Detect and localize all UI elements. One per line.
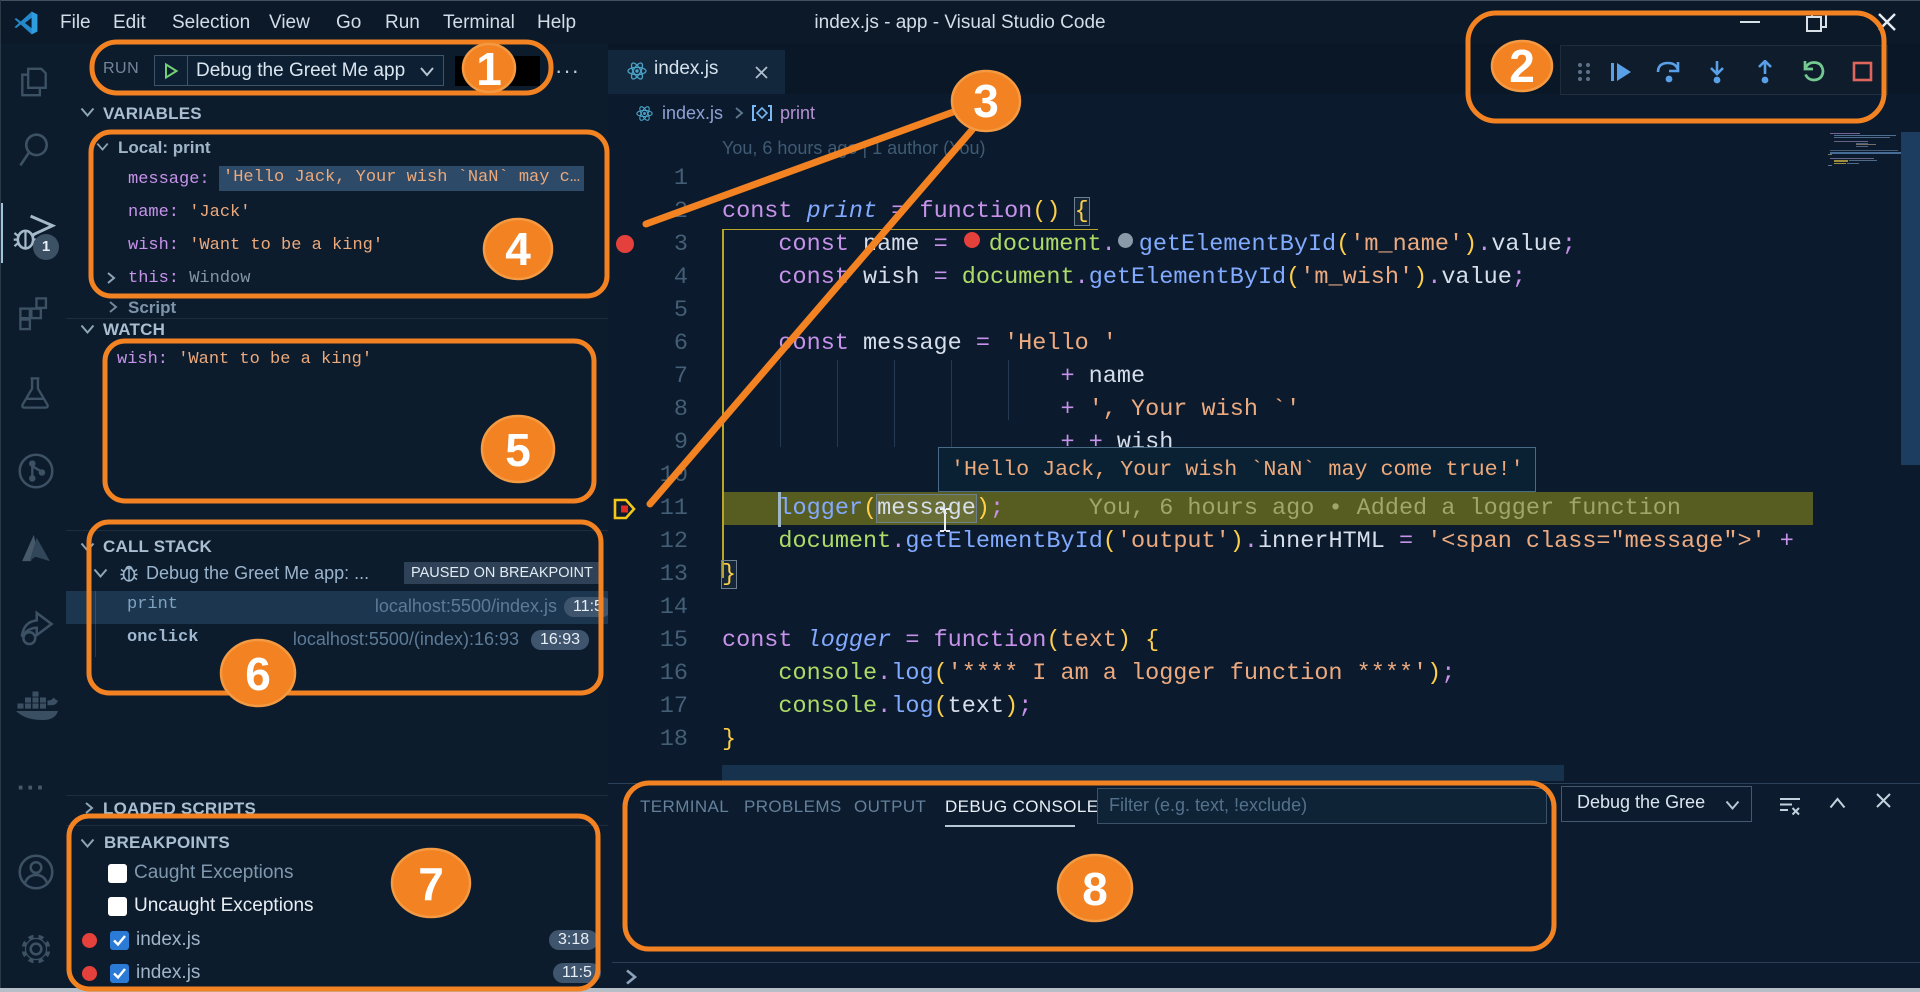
svg-text:5: 5 — [505, 424, 531, 476]
svg-text:2: 2 — [1509, 40, 1535, 92]
svg-text:1: 1 — [476, 43, 502, 95]
svg-text:7: 7 — [418, 858, 444, 910]
svg-text:3: 3 — [973, 75, 999, 127]
svg-text:8: 8 — [1082, 863, 1108, 915]
svg-text:4: 4 — [505, 223, 531, 275]
svg-text:6: 6 — [245, 648, 271, 700]
